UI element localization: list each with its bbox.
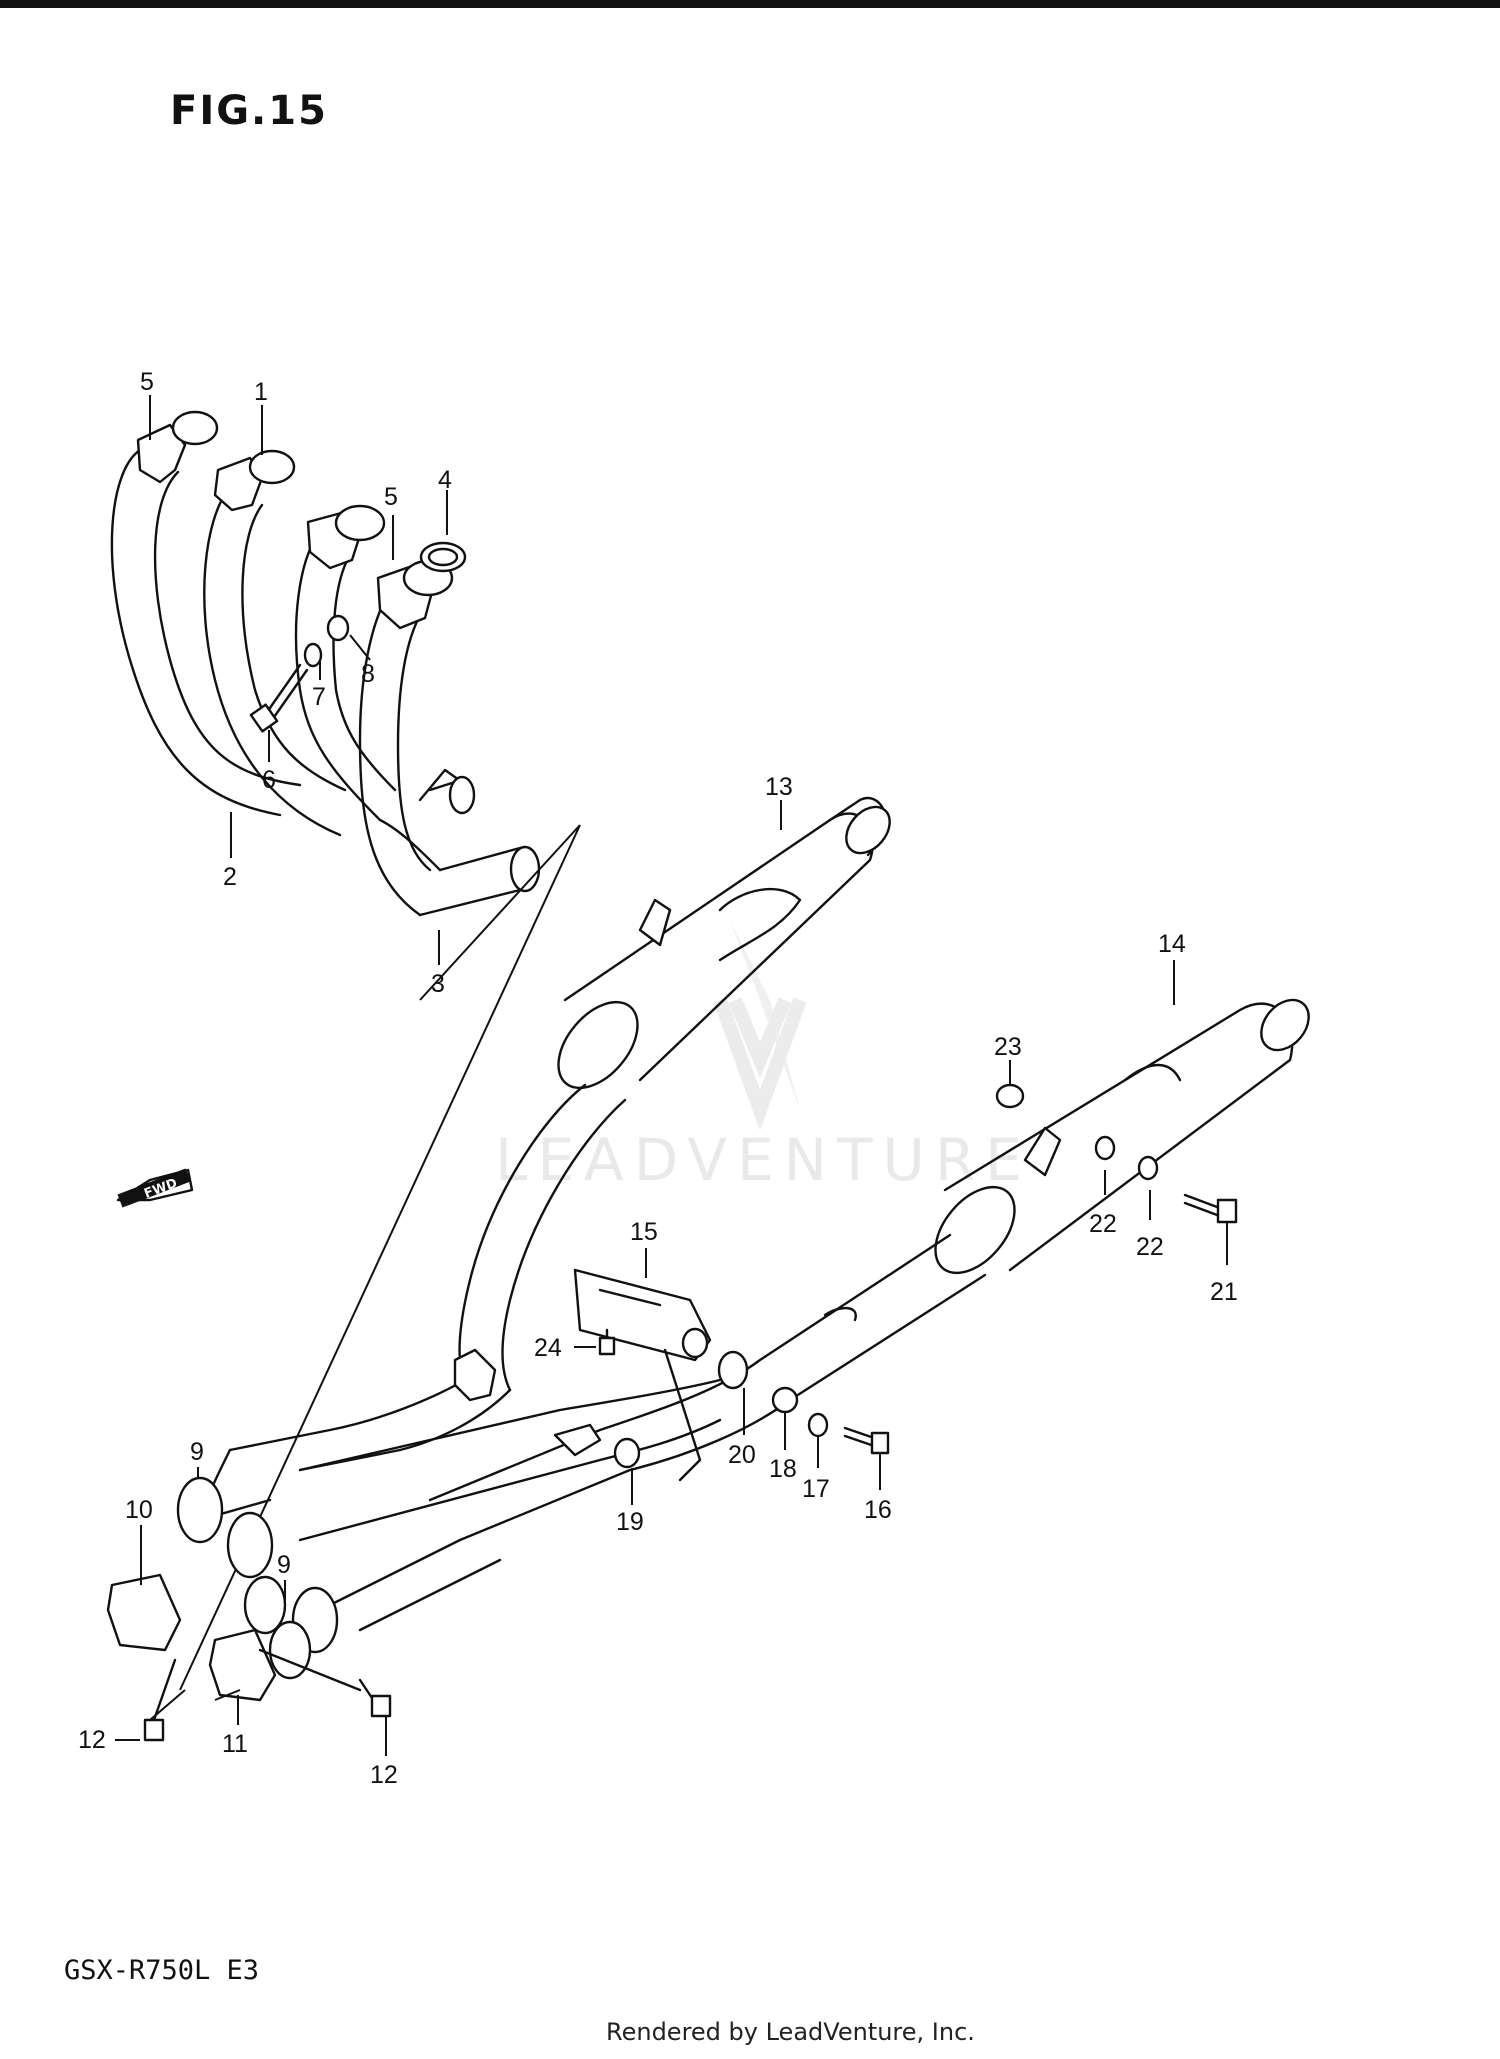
callout-22: 22: [1089, 1210, 1117, 1238]
callout-labels: 5 1 5 4 7 8 6 2 3 13 14 23 22 22 21 15 2…: [78, 368, 1238, 1789]
muffler-13: [228, 796, 891, 1472]
callout-2: 2: [223, 863, 237, 891]
callout-10: 10: [125, 1496, 153, 1524]
callout-23: 23: [994, 1033, 1022, 1061]
callout-12: 12: [78, 1726, 106, 1754]
callout-24: 24: [534, 1334, 562, 1362]
model-code: GSX-R750L E3: [64, 1955, 260, 1986]
watermark-text: LEADVENTURE: [495, 1126, 1032, 1194]
callout-leaders: [115, 395, 1228, 1756]
callout-18: 18: [769, 1455, 797, 1483]
callout-19: 19: [616, 1508, 644, 1536]
callout-11: 11: [222, 1730, 248, 1758]
callout-5: 5: [140, 368, 154, 396]
exhaust-header-pipes: [110, 410, 541, 917]
callout-8: 8: [361, 660, 375, 688]
callout-6: 6: [262, 766, 276, 794]
callout-20: 20: [728, 1441, 756, 1469]
callout-12: 12: [370, 1761, 398, 1789]
muffler-14: [428, 998, 1310, 1542]
callout-15: 15: [630, 1218, 658, 1246]
callout-16: 16: [864, 1496, 892, 1524]
callout-17: 17: [802, 1475, 830, 1503]
top-border: [0, 0, 1500, 8]
watermark: LEADVENTURE: [495, 920, 1032, 1194]
bracket-hardware: [553, 1083, 1238, 1482]
callout-22: 22: [1136, 1233, 1164, 1261]
callout-13: 13: [765, 773, 793, 801]
callout-4: 4: [438, 466, 452, 494]
mid-pipes: [106, 1378, 722, 1742]
render-credit: Rendered by LeadVenture, Inc.: [606, 2018, 975, 2046]
callout-21: 21: [1210, 1278, 1238, 1306]
callout-9: 9: [190, 1438, 204, 1466]
callout-5: 5: [384, 483, 398, 511]
figure-title: FIG.15: [170, 88, 328, 134]
callout-3: 3: [431, 970, 445, 998]
callout-1: 1: [254, 378, 268, 406]
fwd-arrow: FWD: [116, 1168, 194, 1208]
callout-14: 14: [1158, 930, 1186, 958]
callout-9: 9: [277, 1551, 291, 1579]
callout-7: 7: [312, 683, 326, 711]
